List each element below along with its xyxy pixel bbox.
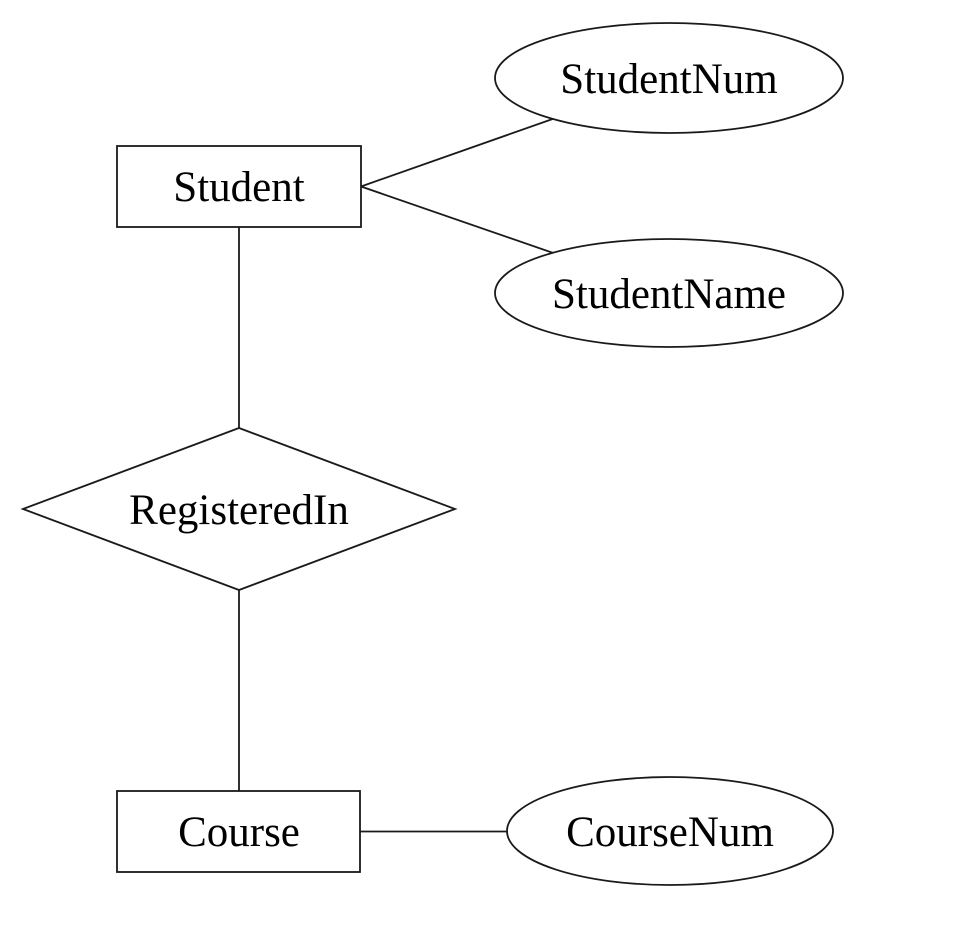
attribute-coursenum-shape: [506, 776, 834, 886]
attribute-studentname-shape: [494, 238, 844, 348]
attribute-studentname-label: StudentName: [552, 271, 786, 318]
entity-course-shape: [116, 790, 361, 873]
relationship-registeredin-shape: [20, 427, 458, 591]
attribute-studentnum-shape: [494, 22, 844, 134]
entity-student-shape: [116, 145, 362, 228]
attribute-studentnum-label: StudentNum: [560, 56, 777, 103]
attribute-coursenum-label: CourseNum: [566, 809, 774, 856]
relationship-registeredin-label: RegisteredIn: [129, 487, 349, 534]
entity-student-label: Student: [173, 164, 304, 211]
entity-course-label: Course: [178, 809, 300, 856]
